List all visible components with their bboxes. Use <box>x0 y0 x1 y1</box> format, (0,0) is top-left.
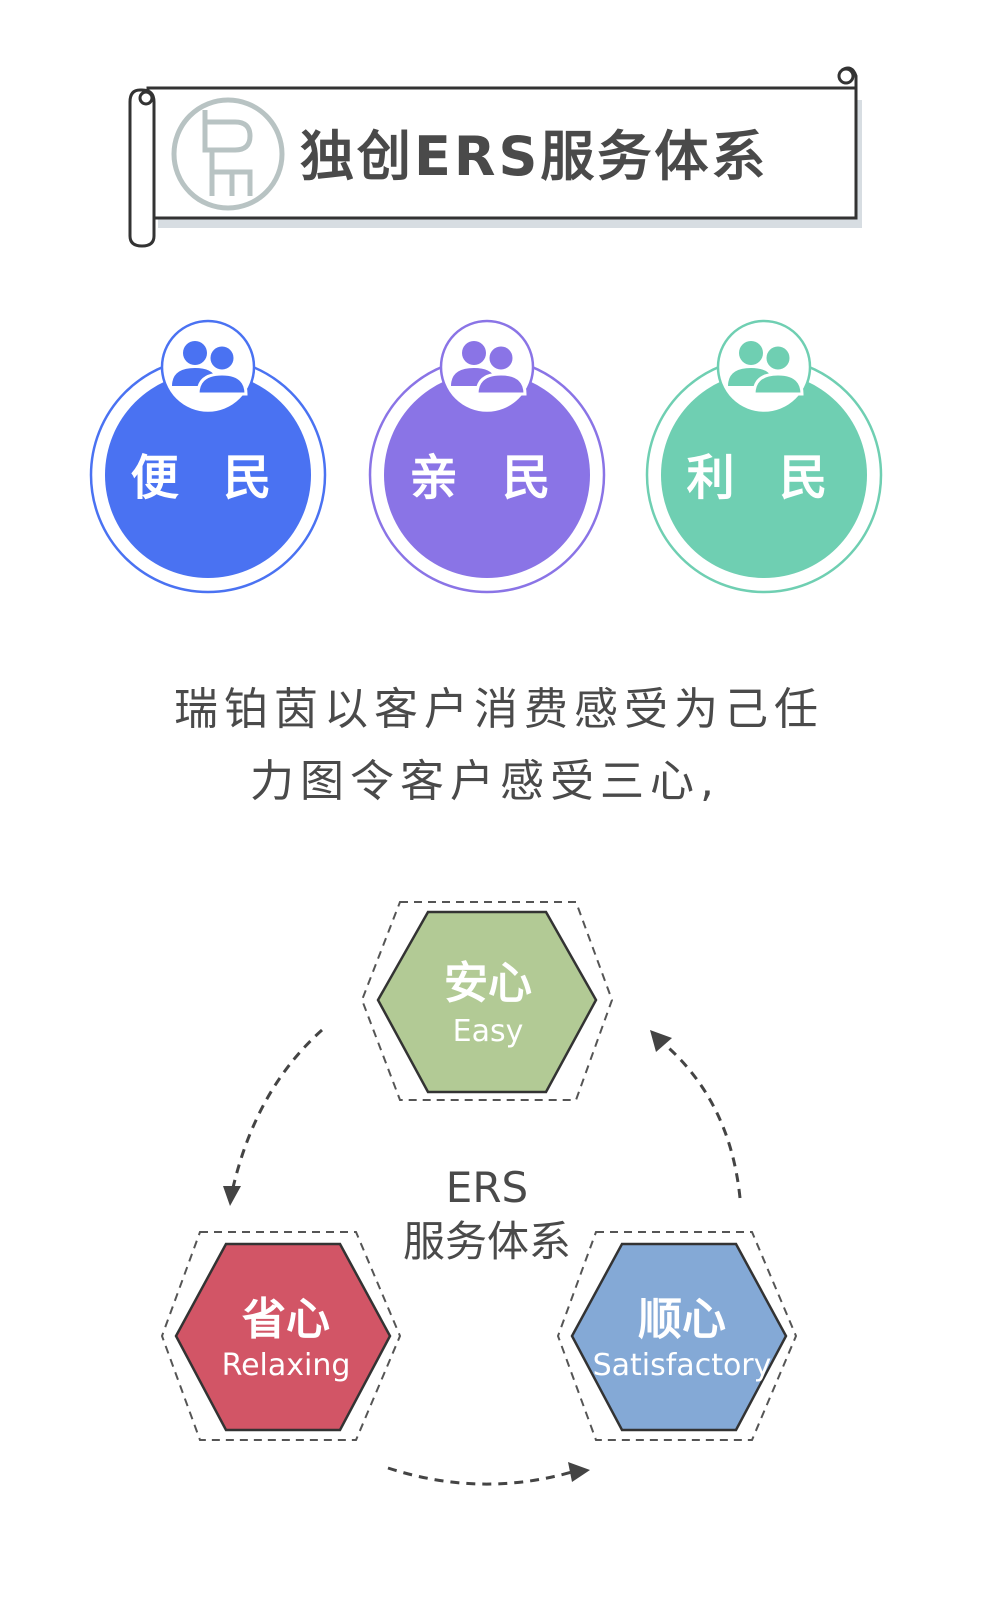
hex-easy-en: Easy <box>452 1014 524 1049</box>
ers-diagram <box>160 901 798 1486</box>
paragraph-line-1: 瑞铂茵以客户消费感受为己任 <box>174 684 824 735</box>
arrow-relaxing-to-satisfactory <box>387 1462 590 1486</box>
banner-scroll <box>128 66 862 248</box>
hexagon-satisfactory <box>556 1231 798 1441</box>
arrow-easy-to-relaxing <box>223 1028 324 1206</box>
circle-bianmin <box>89 319 327 594</box>
hexagon-relaxing <box>160 1231 402 1441</box>
hex-relaxing-cn: 省心 <box>242 1294 330 1345</box>
users-icon <box>451 341 527 396</box>
circle-label-bianmin: 便 民 <box>130 450 286 506</box>
circle-label-qinmin: 亲 民 <box>409 450 565 506</box>
users-icon <box>172 341 248 396</box>
hex-easy-cn: 安心 <box>444 958 532 1009</box>
circle-limin <box>645 319 883 594</box>
hex-relaxing-en: Relaxing <box>221 1348 351 1383</box>
circles-group <box>89 319 883 594</box>
banner-title: 独创ERS服务体系 <box>300 125 769 188</box>
users-icon <box>728 341 804 396</box>
circle-qinmin <box>368 319 606 594</box>
hexagon-easy <box>360 901 614 1101</box>
circle-label-limin: 利 民 <box>686 450 842 506</box>
paragraph-line-2: 力图令客户感受三心, <box>250 756 720 807</box>
monogram-logo-icon <box>171 97 285 211</box>
hex-satisfactory-cn: 顺心 <box>638 1294 726 1345</box>
arrow-satisfactory-to-easy <box>650 1030 742 1199</box>
center-title: ERS <box>445 1163 529 1212</box>
center-subtitle: 服务体系 <box>402 1217 571 1266</box>
hex-satisfactory-en: Satisfactory <box>592 1348 772 1383</box>
